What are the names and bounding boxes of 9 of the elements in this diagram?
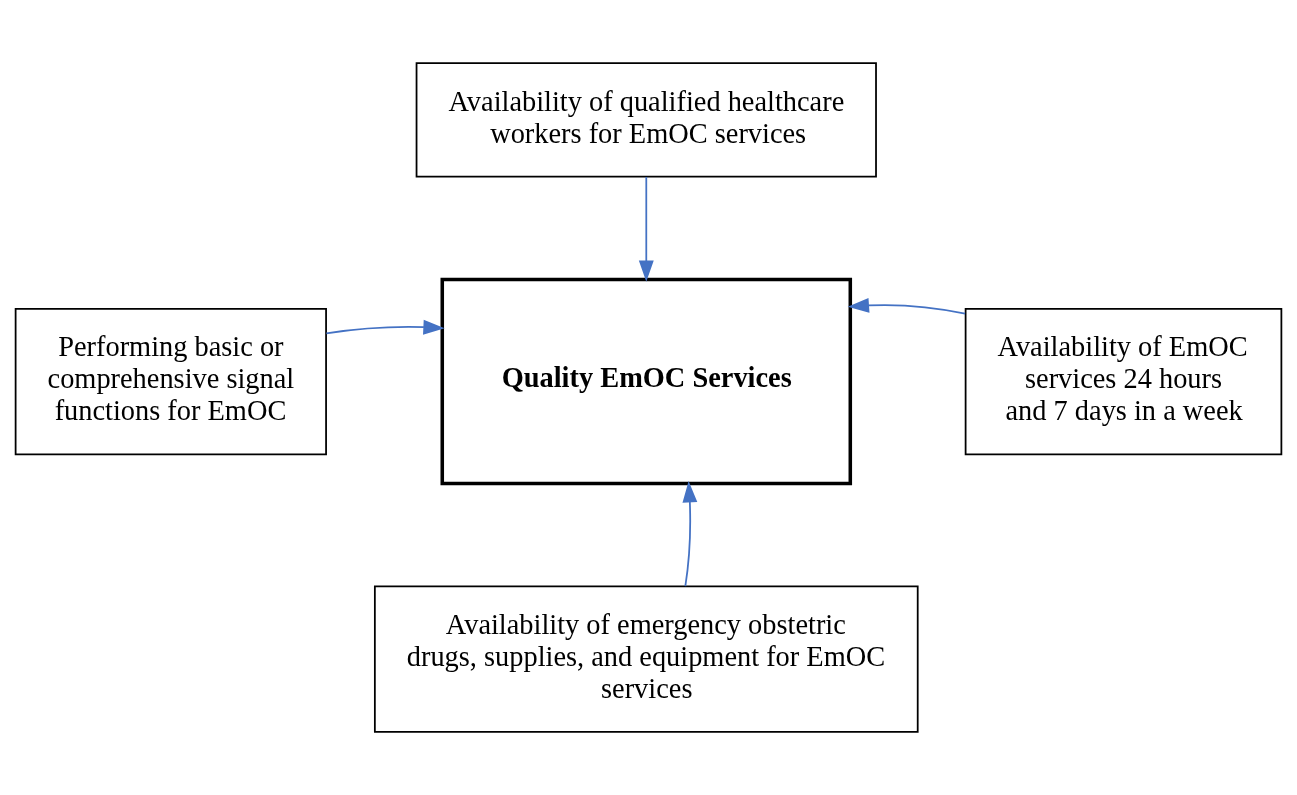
arrow (682, 481, 698, 587)
arrow (847, 297, 966, 315)
node-box: Availability of EmOC services 24 hours and 7 days in a week (964, 307, 1283, 456)
node-box: Availability of emergency obstetric drugs, supplies, and equipment for EmOC services (373, 585, 919, 733)
node-box: Performing basic or comprehensive signal functions for EmOC (14, 307, 327, 456)
node-box: Availability of qualified healthcare workers for EmOC services (415, 62, 877, 178)
node-box: Quality EmOC Services (440, 277, 853, 486)
arrow (638, 176, 654, 282)
arrow (325, 319, 445, 335)
